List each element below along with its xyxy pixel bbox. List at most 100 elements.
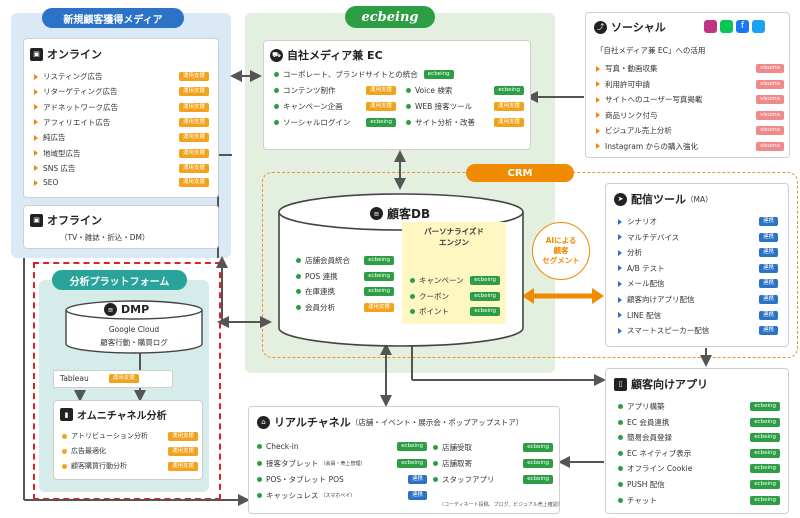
social-item-label: Instagram からの購入強化 — [605, 141, 699, 151]
ma-item-tag: 連携 — [758, 279, 778, 289]
omni-title: オムニチャネル分析 — [77, 411, 167, 422]
ec-feature-tag: 運用支援 — [493, 118, 524, 127]
ma-item-tag: 連携 — [758, 295, 778, 304]
omni-item-label: 顧客購買行動分析 — [71, 462, 127, 470]
real-item-tag: ecbeing — [397, 442, 427, 451]
offline-box: ▣ オフライン （TV・雑誌・折込・DM） — [23, 205, 219, 249]
app-item-label: オフライン Cookie — [627, 464, 693, 474]
ecbeing-logo-text: ecbeing — [361, 9, 419, 25]
online-item-label: 地域型広告 — [43, 148, 81, 158]
omni-item: アトリビューション分析 運用支援 — [62, 431, 198, 441]
db-item-tag: ecbeing — [364, 256, 394, 265]
personalize-title-2: エンジン — [439, 238, 469, 247]
db-item-label: 会員分析 — [305, 302, 335, 312]
real-item-tag: ecbeing — [397, 459, 427, 468]
bullet — [296, 273, 301, 279]
bullet — [410, 278, 415, 283]
ma-item: A/B テスト連携 — [618, 263, 778, 274]
real-item-note: （スマホペイ） — [320, 493, 356, 499]
db-item-label: POS 連携 — [305, 271, 338, 281]
online-item-tag: 運用支援 — [178, 102, 209, 112]
bullet — [274, 72, 279, 77]
database-icon: ≡ — [370, 207, 383, 220]
twitter-icon[interactable] — [752, 20, 765, 33]
real-item: Check-in ecbeing — [257, 442, 427, 451]
tableau-label: Tableau — [60, 374, 89, 383]
staff-app-note: （コーディネート投稿、ブログ、ビジュアル売上確認） — [439, 502, 563, 508]
bullet — [274, 120, 279, 125]
online-item: 地域型広告運用支援 — [34, 148, 209, 159]
bullet — [296, 304, 301, 310]
ma-item-tag: 連携 — [758, 217, 778, 226]
facebook-icon[interactable]: f — [736, 20, 749, 33]
instagram-icon[interactable] — [704, 20, 717, 33]
ec-feature: キャンペーン企画運用支援 — [274, 101, 396, 112]
online-item: リターゲティング広告運用支援 — [34, 86, 209, 97]
omni-item-label: アトリビューション分析 — [71, 432, 148, 440]
bullet — [296, 258, 301, 263]
ec-feature: サイト分析・改善運用支援 — [406, 117, 524, 128]
bullet — [433, 461, 438, 466]
ec-feature-tag: 運用支援 — [493, 102, 524, 111]
ec-feature-tag: 運用支援 — [365, 86, 396, 95]
bullet — [34, 179, 38, 186]
app-item-label: チャット — [627, 495, 657, 505]
ma-item-label: A/B テスト — [627, 263, 665, 273]
online-item: 純広告運用支援 — [34, 132, 209, 143]
real-item-tag: ecbeing — [523, 459, 553, 468]
omni-item-tag: 運用支援 — [167, 431, 198, 441]
app-item-label: 簡易会員登録 — [627, 433, 672, 443]
ma-item-label: シナリオ — [627, 217, 657, 226]
bullet — [618, 234, 622, 241]
ai-line-3: セグメント — [542, 256, 580, 265]
ma-item-tag: 連携 — [758, 248, 778, 258]
ma-title-suffix: （MA） — [686, 194, 713, 204]
social-item-label: 写真・動画収集 — [605, 64, 658, 73]
bullet — [433, 477, 438, 482]
bullet — [34, 119, 38, 126]
real-item-label: 接客タブレット — [266, 459, 319, 468]
online-item-label: リターゲティング広告 — [43, 87, 118, 97]
crm-label: CRM — [507, 167, 533, 179]
dmp-log-label: 顧客行動・購買ログ — [100, 338, 168, 347]
real-channel-box: ⌂ リアルチャネル （店舗・イベント・展示会・ポップアップストア） Check-… — [248, 406, 563, 514]
app-item-tag: ecbeing — [750, 495, 780, 505]
store-icon: ⌂ — [257, 415, 270, 429]
bullet — [618, 482, 623, 487]
real-item-label: キャッシュレス — [266, 491, 319, 500]
ma-item: スマートスピーカー配信連携 — [618, 325, 778, 336]
real-item-label: Check-in — [266, 442, 299, 451]
online-item-tag: 運用支援 — [178, 72, 209, 81]
ma-item-label: 顧客向けアプリ配信 — [627, 295, 695, 304]
real-title-suffix: （店舗・イベント・展示会・ポップアップストア） — [350, 417, 524, 427]
app-item-label: PUSH 配信 — [627, 480, 665, 489]
app-item-label: EC 会員連携 — [627, 417, 670, 427]
bullet — [596, 81, 600, 87]
bullet — [406, 88, 411, 93]
online-item-tag: 運用支援 — [178, 163, 209, 173]
bullet — [257, 493, 262, 498]
line-icon[interactable] — [720, 20, 733, 33]
social-item-tag: visumo — [756, 110, 784, 120]
real-item: キャッシュレス（スマホペイ）連携 — [257, 490, 427, 501]
database-icon: ≡ — [104, 303, 117, 316]
bullet — [618, 327, 622, 334]
ec-box: ⛟ 自社メディア兼 EC コーポレート、ブランドサイトとの統合 ecbeing … — [263, 40, 531, 150]
ec-feature-tag: 運用支援 — [365, 102, 396, 111]
online-icon: ▣ — [30, 47, 43, 61]
omni-item-label: 広告最適化 — [71, 447, 106, 455]
personalize-item-tag: ecbeing — [470, 307, 500, 316]
social-item-label: 利用許可申請 — [605, 79, 650, 89]
online-item-tag: 運用支援 — [178, 117, 209, 127]
real-item-label: 店舗受取 — [442, 443, 472, 452]
